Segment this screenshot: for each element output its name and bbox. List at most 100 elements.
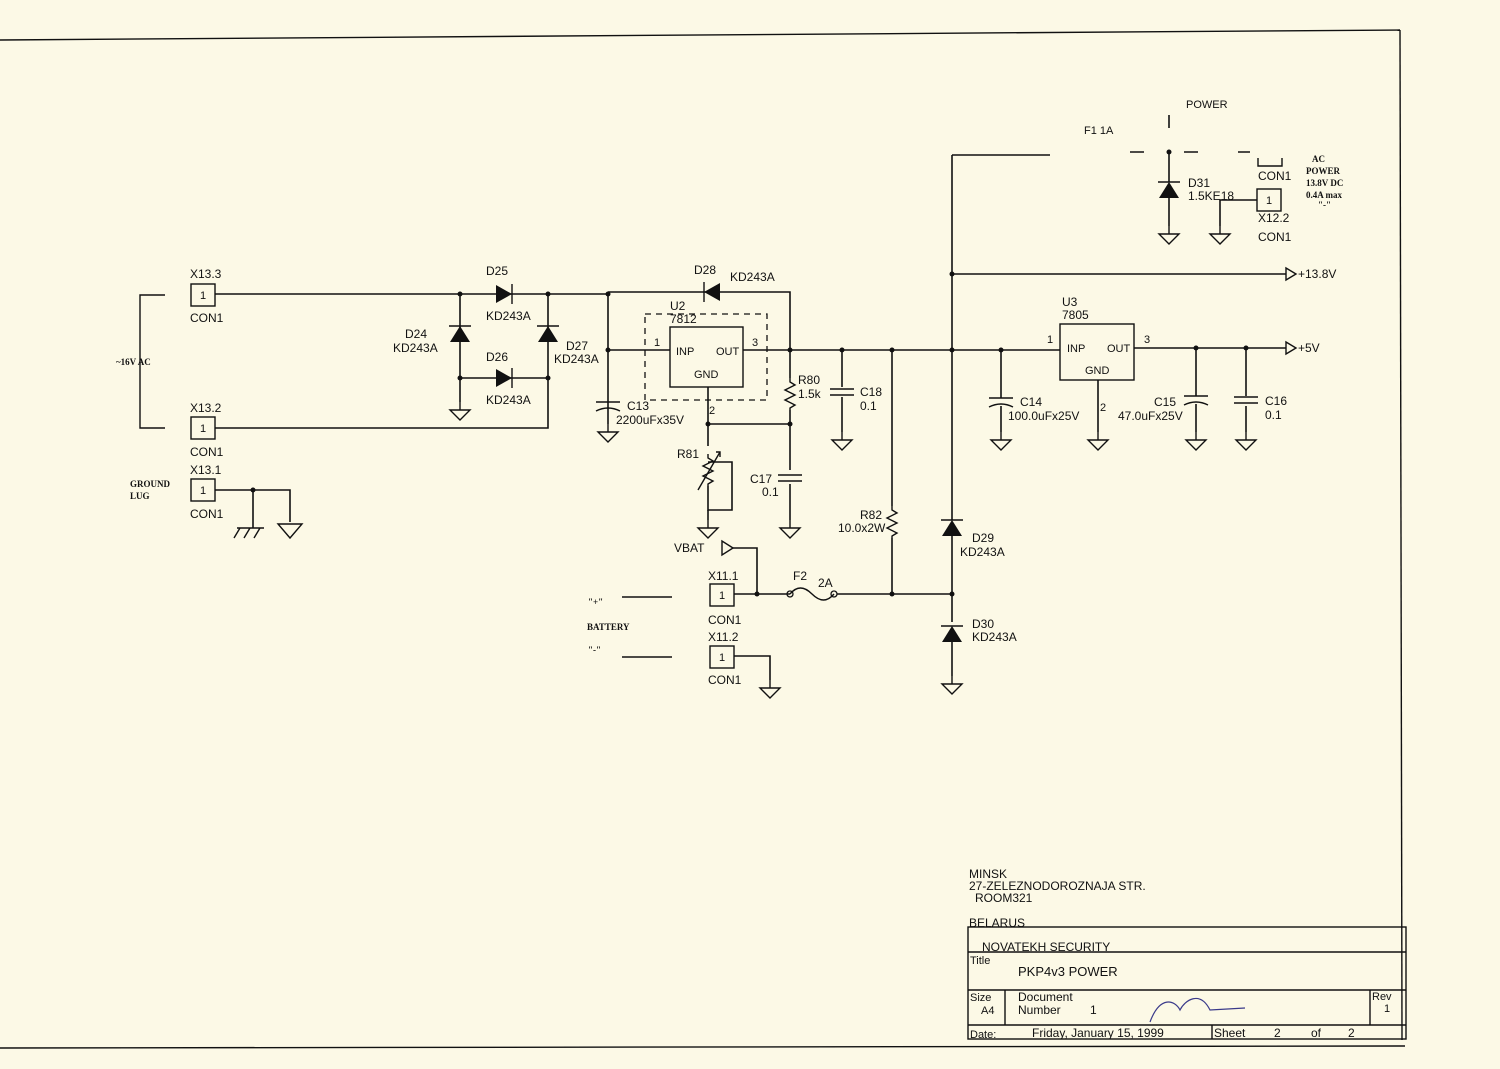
r80-ref: R80 — [798, 373, 820, 387]
f2-ref: F2 — [793, 569, 807, 583]
resistor-r82 — [886, 505, 898, 539]
c15-ref: C15 — [1154, 395, 1176, 409]
ground-c13 — [597, 423, 619, 443]
d30-ref: D30 — [972, 617, 994, 631]
cap-c16 — [1233, 396, 1259, 404]
x13-1-pin: 1 — [200, 485, 206, 497]
wire-d28 — [608, 291, 791, 350]
con1-top-type: CON1 — [1258, 169, 1292, 183]
address-line-2: 27-ZELEZNODOROZNAJA STR. — [969, 879, 1146, 893]
ground-symbol-lug — [276, 523, 304, 540]
ground-c18 — [831, 431, 853, 451]
diode-d24 — [448, 325, 472, 343]
ground-x12-2 — [1209, 225, 1231, 245]
battery-minus-label: "-" — [588, 645, 601, 655]
d28-value: KD243A — [730, 270, 775, 284]
rev-label: Rev — [1372, 991, 1392, 1003]
r80-value: 1.5k — [798, 387, 822, 401]
x11-2-pin: 1 — [719, 652, 725, 664]
c15-value: 47.0uFx25V — [1118, 409, 1183, 423]
d30-value: KD243A — [972, 630, 1017, 644]
d28-ref: D28 — [694, 263, 716, 277]
d24-value: KD243A — [393, 341, 438, 355]
signature-icon — [1149, 997, 1246, 1023]
ground-d30 — [941, 675, 963, 695]
resistor-r80 — [784, 377, 796, 411]
x11-1-type: CON1 — [708, 613, 742, 627]
title-block — [967, 926, 1407, 1040]
x12-2-pin: 1 — [1266, 195, 1272, 207]
u3-pin1: 1 — [1047, 334, 1053, 346]
diode-d27 — [536, 325, 560, 343]
connector-x11-2 — [709, 645, 735, 669]
date-value: Friday, January 15, 1999 — [1032, 1026, 1164, 1040]
r82-ref: R82 — [860, 508, 882, 522]
d26-value: KD243A — [486, 393, 531, 407]
x13-2-ref: X13.2 — [190, 401, 222, 415]
u3-part: 7805 — [1062, 308, 1089, 322]
diode-d31 — [1157, 181, 1181, 199]
date-label: Date: — [970, 1029, 996, 1041]
cap-c17 — [777, 474, 803, 482]
u2-pin3: 3 — [752, 337, 758, 349]
x12-2-ref: X12.2 — [1258, 211, 1290, 225]
net-5v-label: +5V — [1298, 341, 1320, 355]
c16-ref: C16 — [1265, 394, 1287, 408]
border-bottom — [0, 1045, 1406, 1049]
d25-ref: D25 — [486, 264, 508, 278]
cap-c18 — [829, 388, 855, 396]
d24-ref: D24 — [405, 327, 427, 341]
d27-ref: D27 — [566, 339, 588, 353]
title-label: Title — [970, 955, 990, 967]
document-number: 1 — [1090, 1003, 1097, 1017]
diode-d28 — [703, 281, 721, 303]
r82-value: 10.0x2W — [838, 521, 886, 535]
ground-c14 — [990, 431, 1012, 451]
ground-u3 — [1087, 431, 1109, 451]
f2-value: 2A — [818, 576, 833, 590]
power-partial-label: POWER — [1186, 99, 1228, 111]
u3-out: OUT — [1107, 343, 1131, 355]
u3-pin3: 3 — [1144, 334, 1150, 346]
net-13-8v-label: +13.8V — [1298, 267, 1336, 281]
u2-pin2: 2 — [709, 405, 715, 417]
sheet-number: 2 — [1274, 1026, 1281, 1040]
r81-ref: R81 — [677, 447, 699, 461]
x13-3-ref: X13.3 — [190, 267, 222, 281]
ac-power-line-2: POWER — [1306, 166, 1341, 176]
x13-3-pin: 1 — [200, 290, 206, 302]
document-label: Document — [1018, 990, 1073, 1004]
diode-d26 — [495, 367, 513, 389]
x11-2-type: CON1 — [708, 673, 742, 687]
chassis-ground-icon — [233, 527, 264, 539]
connector-partial — [1257, 158, 1283, 167]
c17-ref: C17 — [750, 472, 772, 486]
c18-ref: C18 — [860, 385, 882, 399]
cap-c15 — [1183, 395, 1209, 406]
ground-lug-label-2: LUG — [130, 491, 150, 501]
ground-c16 — [1235, 431, 1257, 451]
sheet-total: 2 — [1348, 1026, 1355, 1040]
diode-d25 — [495, 283, 513, 305]
wire-x13-2 — [215, 342, 549, 429]
number-label: Number — [1018, 1003, 1061, 1017]
battery-label: BATTERY — [587, 622, 630, 632]
regulator-u3 — [1059, 323, 1135, 381]
diode-d29 — [940, 519, 964, 537]
rev-value: 1 — [1384, 1003, 1390, 1015]
c14-ref: C14 — [1020, 395, 1042, 409]
port-13-8v-icon — [1285, 266, 1298, 282]
x13-1-ref: X13.1 — [190, 463, 222, 477]
regulator-u2 — [669, 326, 744, 388]
connector-x13-3 — [190, 283, 216, 307]
address-line-3: ROOM321 — [975, 891, 1033, 905]
sheet-label: Sheet — [1214, 1026, 1246, 1040]
x11-1-pin: 1 — [719, 590, 725, 602]
port-vbat-icon — [721, 539, 735, 557]
border-top — [0, 29, 1401, 41]
ac-power-line-3: 13.8V DC — [1306, 178, 1343, 188]
u2-pin1: 1 — [654, 337, 660, 349]
ac-power-line-4: 0.4A max — [1306, 190, 1343, 200]
